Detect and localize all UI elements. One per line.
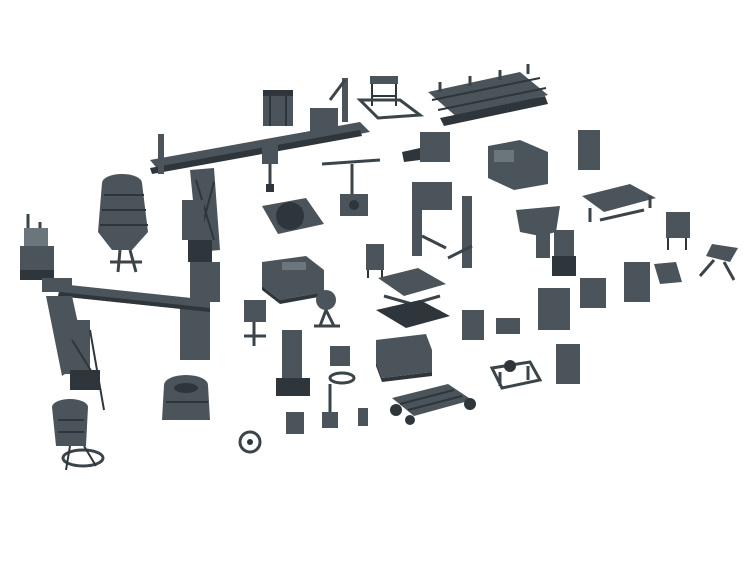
paint-booth-rack xyxy=(356,76,425,120)
floor-jack xyxy=(698,244,738,281)
pole-stand xyxy=(322,384,338,428)
small-fixture xyxy=(358,408,368,426)
control-unit-box xyxy=(20,214,54,280)
pallet-cart xyxy=(390,384,476,425)
engine-frame xyxy=(489,360,543,390)
worktable xyxy=(582,184,656,222)
vending-machine xyxy=(376,334,432,382)
machine-cluster xyxy=(402,130,600,190)
hopper-unit xyxy=(516,206,576,276)
drill-press xyxy=(244,300,310,396)
engine-stand xyxy=(314,290,356,385)
cauldron-mixer xyxy=(52,399,105,471)
roller-conveyor-frame xyxy=(428,64,548,126)
centrifuge-drum xyxy=(162,375,210,420)
tool-cabinet-small xyxy=(366,244,384,278)
valve-handwheel xyxy=(238,430,262,454)
welding-station xyxy=(321,158,381,216)
silo-tank xyxy=(98,174,148,273)
inclined-screw-conveyor xyxy=(42,278,210,312)
car-lift-posts xyxy=(412,182,473,268)
scissor-lift-platform xyxy=(376,268,450,328)
packaging-station xyxy=(263,78,348,132)
bucket-small xyxy=(286,412,304,434)
electric-cabinets xyxy=(462,212,690,384)
boiler-mixer-tank xyxy=(46,296,105,411)
industrial-fan-unit xyxy=(262,198,324,234)
generator-block xyxy=(262,256,324,304)
